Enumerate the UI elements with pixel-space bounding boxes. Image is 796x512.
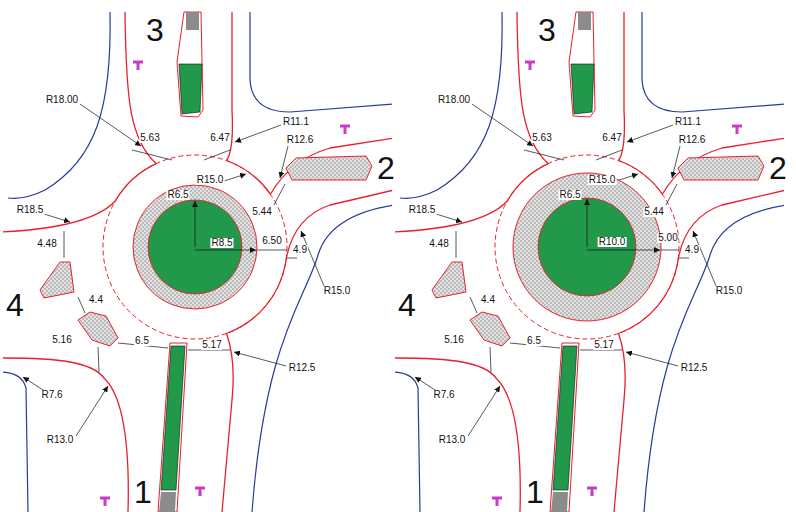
dimension-line [257, 250, 287, 251]
leader-line [587, 250, 660, 251]
dimension-label: 4.48 [428, 239, 449, 249]
dimension-label: 5.16 [51, 335, 72, 345]
dimension-label: R15.0 [196, 175, 225, 185]
central-island-left [133, 185, 287, 309]
arm-number: 2 [769, 152, 787, 184]
dimension-label: 6.47 [209, 133, 230, 143]
dimension-label: R18.00 [45, 95, 79, 105]
dimension-label: 5.00 [657, 233, 678, 243]
dimension-label: 5.16 [443, 335, 464, 345]
dimension-line [661, 250, 679, 251]
roundabout-right [392, 12, 786, 512]
dimension-label: 6.47 [601, 133, 622, 143]
dimension-label: R11.1 [282, 117, 310, 127]
dimension-label: R13.0 [438, 435, 467, 445]
arm-number: 3 [538, 14, 556, 46]
central-island-right [513, 173, 679, 321]
dimension-label: 5.63 [531, 133, 552, 143]
island-green [148, 200, 242, 294]
dimension-label: R7.6 [432, 390, 455, 400]
dimension-label: R15.0 [588, 175, 617, 185]
dimension-label: 4.9 [292, 245, 308, 255]
dimension-label: R6.5 [558, 190, 581, 200]
dimension-label: 5.17 [201, 340, 222, 350]
dimension-label: R7.6 [40, 390, 63, 400]
dimension-label: 4.48 [36, 239, 57, 249]
dimension-label: 5.63 [139, 133, 160, 143]
dimension-label: R10.0 [598, 237, 627, 247]
leader-line [587, 199, 588, 247]
arm-number: 4 [6, 289, 24, 321]
dimension-label: R18.5 [16, 205, 45, 215]
dimension-label: R12.5 [680, 363, 709, 373]
dimension-label: R6.5 [166, 190, 189, 200]
roundabout-left [0, 12, 394, 512]
dimension-label: R8.5 [210, 238, 233, 248]
dimension-label: 6.5 [134, 336, 150, 346]
dimension-label: 4.4 [88, 295, 104, 305]
dimension-label: R15.0 [323, 286, 352, 296]
dimension-label: R11.1 [674, 117, 702, 127]
arm-number: 4 [398, 289, 416, 321]
dimension-label: R12.6 [286, 135, 315, 145]
dimension-label: 6.50 [261, 236, 282, 246]
island-green [538, 198, 636, 296]
dimension-label: 5.44 [643, 207, 664, 217]
dimension-label: 5.17 [593, 340, 614, 350]
dimension-label: R15.0 [715, 286, 744, 296]
dimension-label: 4.9 [684, 245, 700, 255]
arm-number: 1 [526, 476, 544, 508]
arm-number: 2 [377, 152, 395, 184]
dimension-label: 6.5 [526, 336, 542, 346]
dimension-label: R12.6 [678, 135, 707, 145]
dimension-label: R18.00 [437, 95, 471, 105]
dimension-label: 5.44 [251, 207, 272, 217]
arm-number: 1 [134, 476, 152, 508]
arm-number: 3 [146, 14, 164, 46]
dimension-label: R18.5 [408, 205, 437, 215]
leader-line [195, 201, 196, 247]
dimension-label: 4.4 [480, 295, 496, 305]
apron-ring [133, 185, 257, 309]
leader-line [195, 250, 256, 251]
dimension-label: R12.5 [288, 363, 317, 373]
apron-ring [513, 173, 661, 321]
dimension-label: R13.0 [46, 435, 75, 445]
